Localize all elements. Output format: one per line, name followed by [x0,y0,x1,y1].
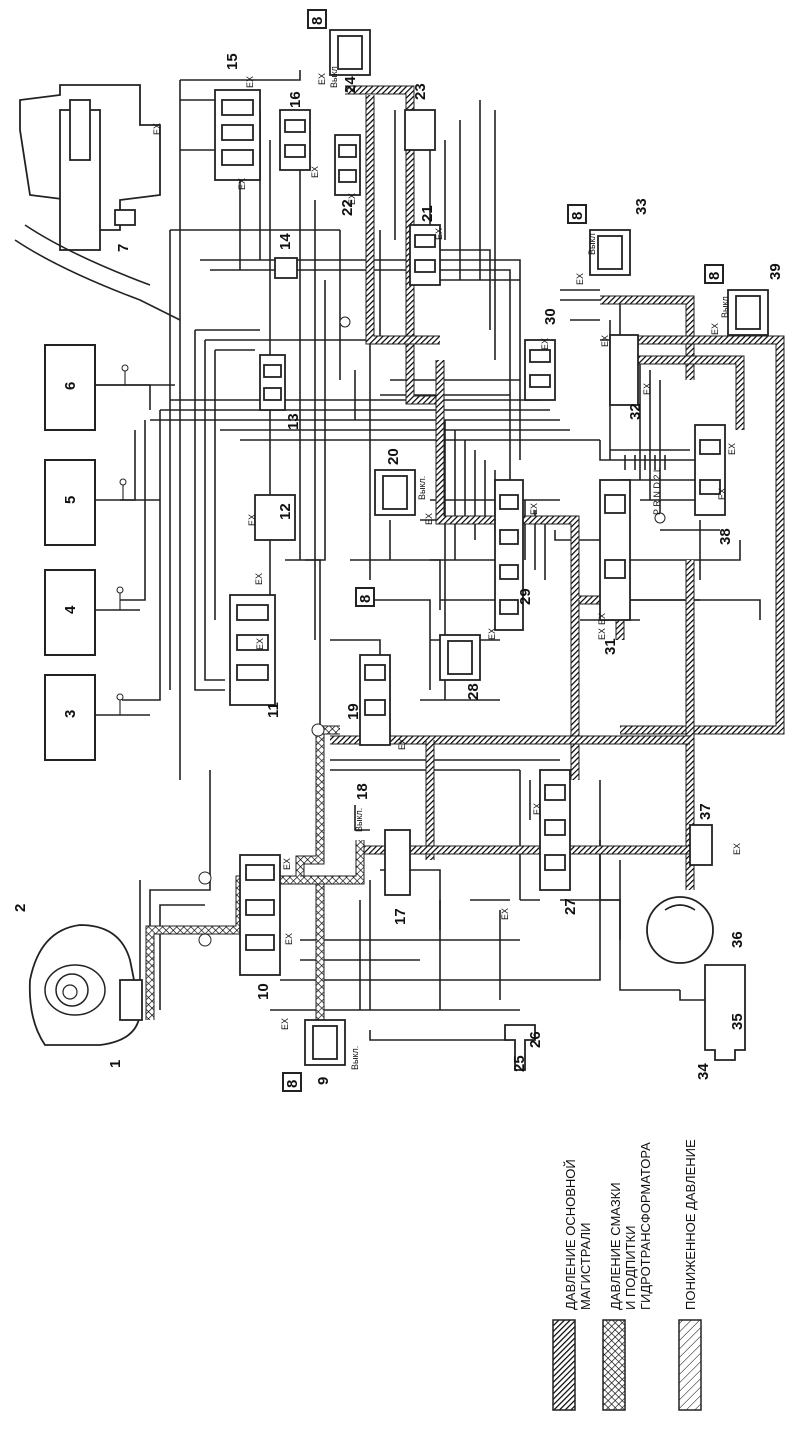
label-12: 12 [277,503,294,520]
label-39: 39 [767,263,784,280]
label-29: 29 [517,588,534,605]
label-35: 35 [729,1013,746,1030]
off-label: Выкл. [354,808,364,832]
label-8-a: 8 [309,17,326,25]
ex-label: EX [487,628,497,640]
label-33: 33 [633,198,650,215]
ex-label: EX [597,628,607,640]
ex-label: EX [732,843,742,855]
label-8-b: 8 [569,212,586,220]
ex-label: EX [280,1018,290,1030]
valves [198,29,769,1071]
off-label: Выкл. [350,1046,360,1070]
label-10: 10 [255,983,272,1000]
ex-label: EX [434,228,444,240]
label-5: 5 [62,496,79,504]
legend-reduced-swatch [678,1319,702,1411]
ex-label: EX [727,443,737,455]
ecu-boxes [282,9,724,1092]
ex-label: EX [310,166,320,178]
label-22: 22 [339,199,356,216]
label-8-d: 8 [357,595,374,603]
ex-label: EX [397,738,407,750]
label-21: 21 [419,205,436,222]
label-16: 16 [287,91,304,108]
label-32: 32 [627,403,644,420]
label-20: 20 [385,448,402,465]
ex-label: EX [254,573,264,585]
legend-main-swatch [552,1319,576,1411]
label-28: 28 [465,683,482,700]
label-6: 6 [62,382,79,390]
legend-lube-line-1: ДАВЛЕНИЕ СМАЗКИ [608,1182,623,1310]
ex-label: EX [317,73,327,85]
ex-label: EX [532,803,542,815]
ex-label: EX [152,123,162,135]
ex-label: EX [540,338,550,350]
label-38: 38 [717,528,734,545]
label-27: 27 [562,898,579,915]
ex-label: EX [247,514,257,526]
legend-main-line-1: ДАВЛЕНИЕ ОСНОВНОЙ [563,1159,578,1310]
ex-label: EX [424,513,434,525]
label-4: 4 [62,605,79,614]
ex-label: EX [237,178,247,190]
ex-label: EX [710,323,720,335]
off-label: Выкл. [417,476,427,500]
servo-assembly [14,84,181,321]
number-labels: 1 2 3 4 5 6 7 8 8 8 8 8 9 10 11 12 13 14… [12,17,784,1088]
label-7: 7 [115,244,132,252]
label-1: 1 [107,1060,124,1068]
legend [552,1319,702,1411]
label-2: 2 [12,904,29,912]
selector-label: P R N D 2 L [652,467,662,515]
ex-label: EX [255,638,265,650]
ex-label: EX [284,933,294,945]
label-34: 34 [695,1063,712,1080]
legend-reduced-line-1: ПОНИЖЕННОЕ ДАВЛЕНИЕ [683,1139,698,1310]
off-label: Выкл [587,233,597,255]
label-14: 14 [277,233,294,250]
label-13: 13 [285,413,302,430]
component-boxes [44,344,175,761]
ex-label: EX [642,383,652,395]
off-label: Выкл [329,66,339,88]
label-8-e: 8 [284,1080,301,1088]
off-label: Выкл [720,296,730,318]
ex-label: EX [282,858,292,870]
label-36: 36 [729,931,746,948]
label-24: 24 [342,76,359,93]
label-3: 3 [62,710,79,718]
label-9: 9 [315,1077,332,1085]
legend-lube-line-2: И ПОДПИТКИ [623,1226,638,1310]
label-26: 26 [527,1031,544,1048]
ex-label: EX [500,908,510,920]
port-labels: EX EX EX EX EX EX EX Выкл EX EX EX EX Вы… [152,66,742,1070]
label-31: 31 [602,638,619,655]
label-18: 18 [354,783,371,800]
legend-text: ДАВЛЕНИЕ ОСНОВНОЙ МАГИСТРАЛИ ДАВЛЕНИЕ СМ… [563,1139,698,1310]
legend-main-line-2: МАГИСТРАЛИ [578,1223,593,1310]
legend-lube-line-3: ГИДРОТРАНСФОРМАТОРА [638,1142,653,1310]
ex-label: EX [347,193,357,205]
ex-label: EX [597,613,607,625]
label-23: 23 [412,83,429,100]
legend-lube-swatch [602,1319,626,1411]
ex-label: EX [575,273,585,285]
ex-label: EX [600,335,610,347]
label-11: 11 [265,702,282,718]
label-8-c: 8 [706,272,723,280]
label-15: 15 [224,53,241,70]
label-30: 30 [542,308,559,325]
label-19: 19 [345,703,362,720]
ex-label: EX [245,76,255,88]
ex-label: EX [529,503,539,515]
label-37: 37 [697,803,714,820]
label-25: 25 [511,1055,528,1072]
oil-pump [28,924,143,1046]
ex-label: EX [717,488,727,500]
label-17: 17 [392,908,409,925]
